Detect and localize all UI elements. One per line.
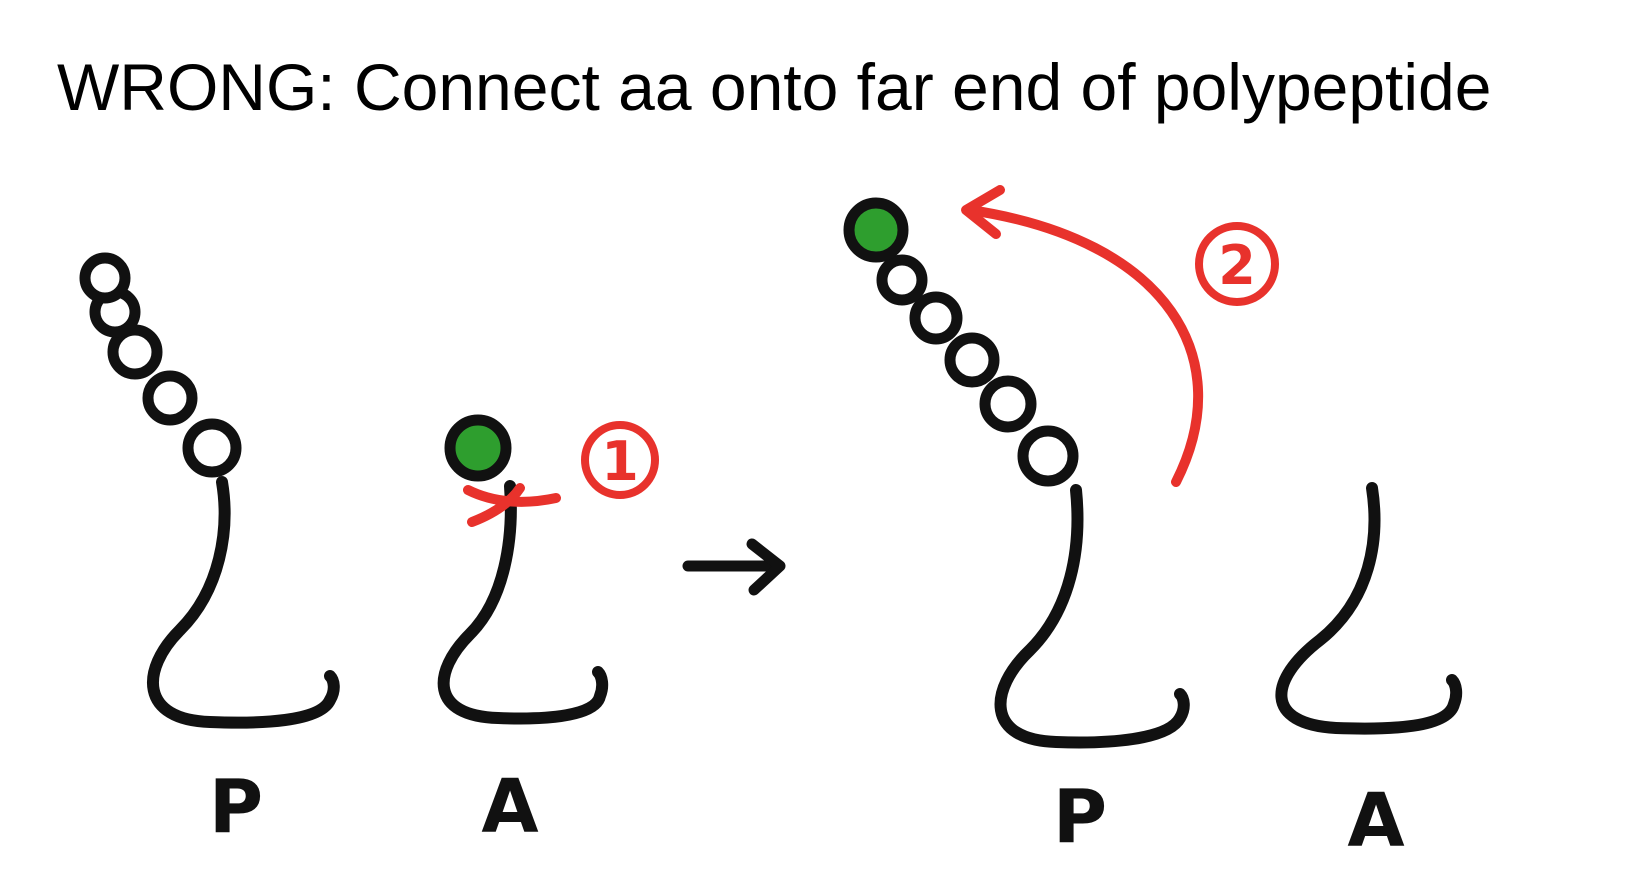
before-p-site-trna bbox=[147, 476, 340, 729]
before-p-site-label: P bbox=[209, 764, 263, 850]
transferred-amino-acid bbox=[843, 197, 909, 263]
after-p-site-trna bbox=[994, 484, 1190, 749]
after-polypeptide-chain bbox=[876, 254, 1079, 487]
amino-acid-residue bbox=[909, 291, 963, 345]
amino-acid-residue bbox=[1017, 425, 1079, 487]
before-a-site-trna bbox=[437, 480, 609, 725]
after-a-site-trna bbox=[1275, 482, 1463, 735]
amino-acid-residue bbox=[182, 418, 242, 478]
slide-title: WRONG: Connect aa onto far end of polype… bbox=[57, 50, 1492, 124]
after-a-site-label: A bbox=[1347, 778, 1404, 864]
step-2-marker: 2 bbox=[1195, 222, 1279, 306]
incoming-amino-acid bbox=[444, 414, 512, 482]
step-1-marker: 1 bbox=[581, 421, 659, 499]
amino-acid-residue bbox=[979, 375, 1037, 433]
amino-acid-residue bbox=[944, 332, 1000, 388]
svg-text:1: 1 bbox=[601, 430, 639, 493]
amino-acid-residue bbox=[79, 252, 131, 304]
svg-text:2: 2 bbox=[1218, 234, 1256, 297]
before-a-site-label: A bbox=[481, 764, 538, 850]
bond-break-mark bbox=[463, 483, 561, 527]
transfer-arrow bbox=[961, 185, 1204, 487]
amino-acid-residue bbox=[142, 370, 198, 426]
amino-acid-residue bbox=[107, 324, 163, 380]
right-arrow-icon bbox=[682, 538, 786, 596]
after-p-site-label: P bbox=[1053, 774, 1107, 860]
before-polypeptide-chain bbox=[79, 252, 242, 478]
amino-acid-residue bbox=[876, 254, 928, 306]
